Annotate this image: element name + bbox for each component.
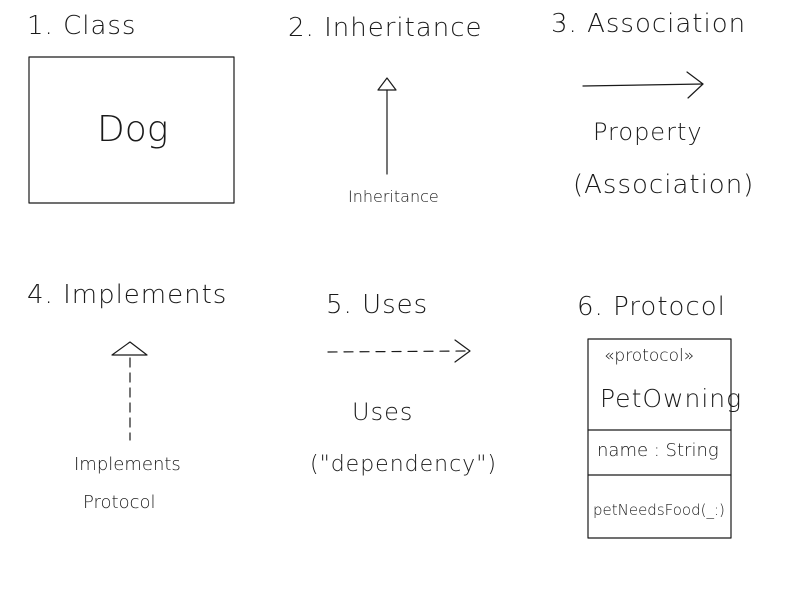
protocol-name: PetOwning: [600, 384, 743, 413]
implements-heading: 4. Implements: [27, 280, 228, 310]
protocol-heading: 6. Protocol: [577, 292, 726, 322]
uses-arrow-shaft: [327, 350, 469, 353]
association-label-line1: Property: [593, 118, 703, 146]
implements-arrow-head: [111, 341, 148, 356]
class-box-label: Dog: [97, 109, 169, 150]
association-arrow-shaft: [582, 83, 704, 87]
association-heading: 3. Association: [551, 9, 747, 39]
uses-heading: 5. Uses: [326, 290, 429, 320]
inheritance-arrow-head: [377, 77, 397, 91]
implements-label-line1: Implements: [74, 454, 181, 475]
protocol-stereotype: «protocol»: [604, 346, 695, 366]
association-label-line2: (Association): [573, 170, 755, 200]
uses-label-line2: ("dependency"): [310, 452, 497, 477]
inheritance-arrow-label: Inheritance: [348, 187, 439, 206]
inheritance-heading: 2. Inheritance: [288, 13, 483, 43]
class-heading: 1. Class: [27, 11, 137, 41]
protocol-attribute: name : String: [597, 440, 719, 461]
association-arrow-head: [686, 71, 704, 99]
implements-label-line2: Protocol: [83, 492, 156, 513]
uses-label-line1: Uses: [352, 398, 414, 426]
protocol-method: petNeedsFood(_:): [593, 501, 725, 519]
protocol-box: [587, 338, 732, 539]
uses-arrow-head: [454, 339, 471, 363]
class-box: [28, 56, 235, 204]
